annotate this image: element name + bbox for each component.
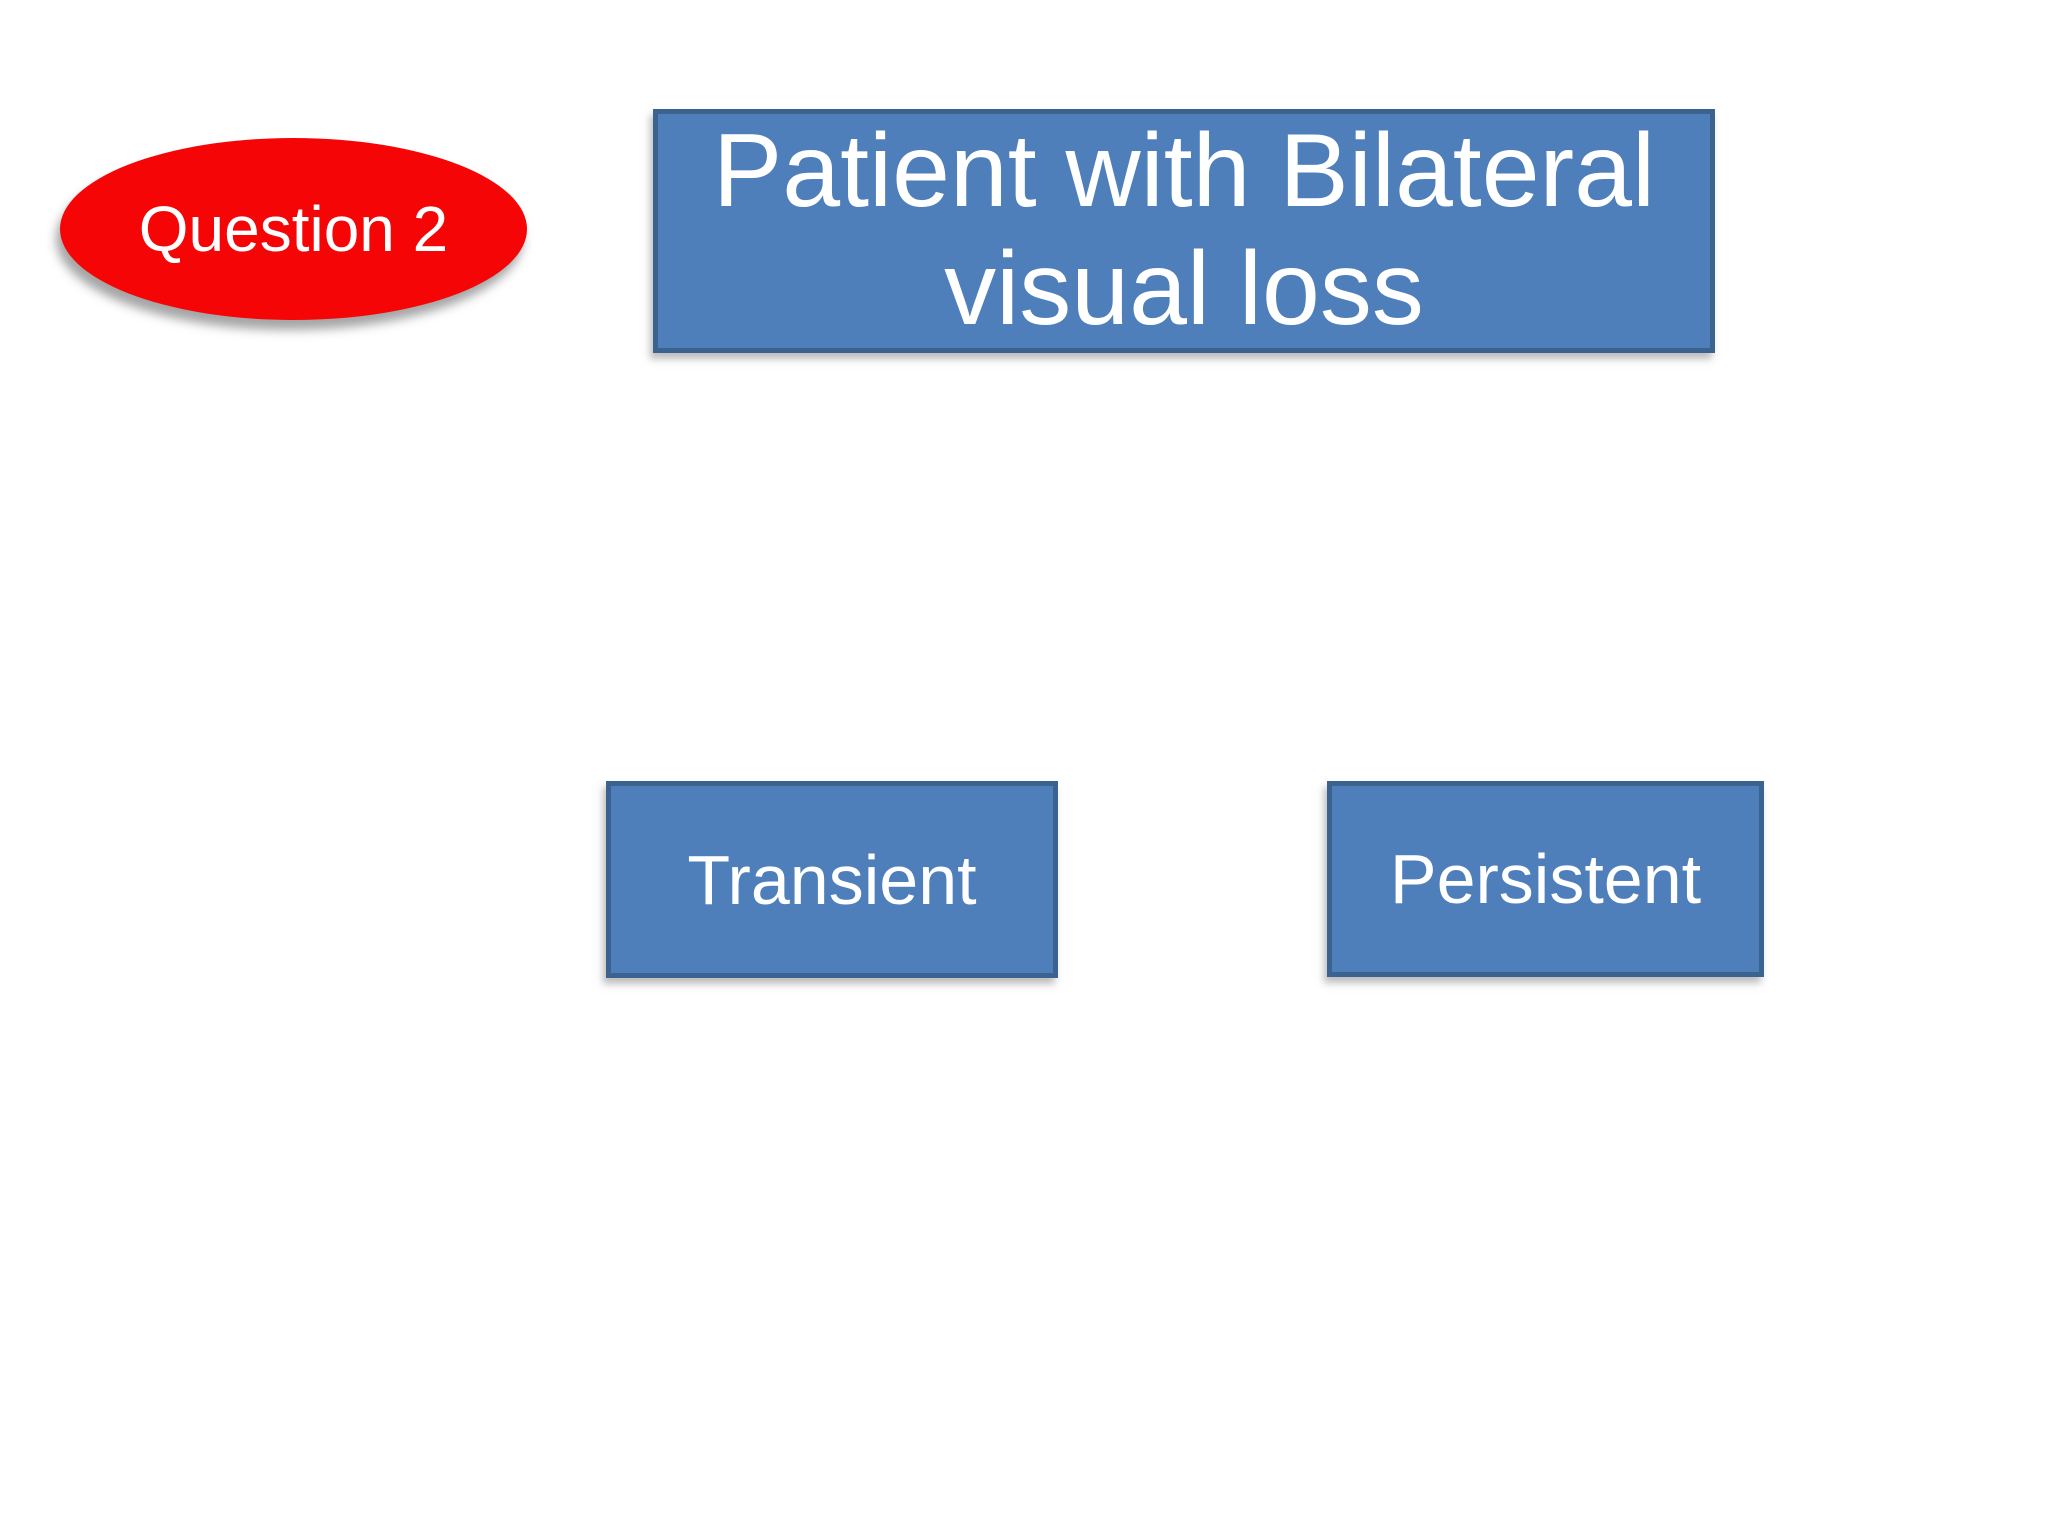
option-box-persistent-label: Persistent bbox=[1389, 840, 1702, 918]
title-box: Patient with Bilateral visual loss bbox=[653, 109, 1715, 353]
question-badge-label: Question 2 bbox=[138, 193, 449, 265]
option-box-transient: Transient bbox=[606, 781, 1058, 978]
option-box-persistent: Persistent bbox=[1327, 781, 1764, 977]
title-box-label: Patient with Bilateral visual loss bbox=[712, 113, 1656, 347]
question-badge-ellipse: Question 2 bbox=[60, 138, 527, 320]
option-box-transient-label: Transient bbox=[687, 840, 977, 919]
